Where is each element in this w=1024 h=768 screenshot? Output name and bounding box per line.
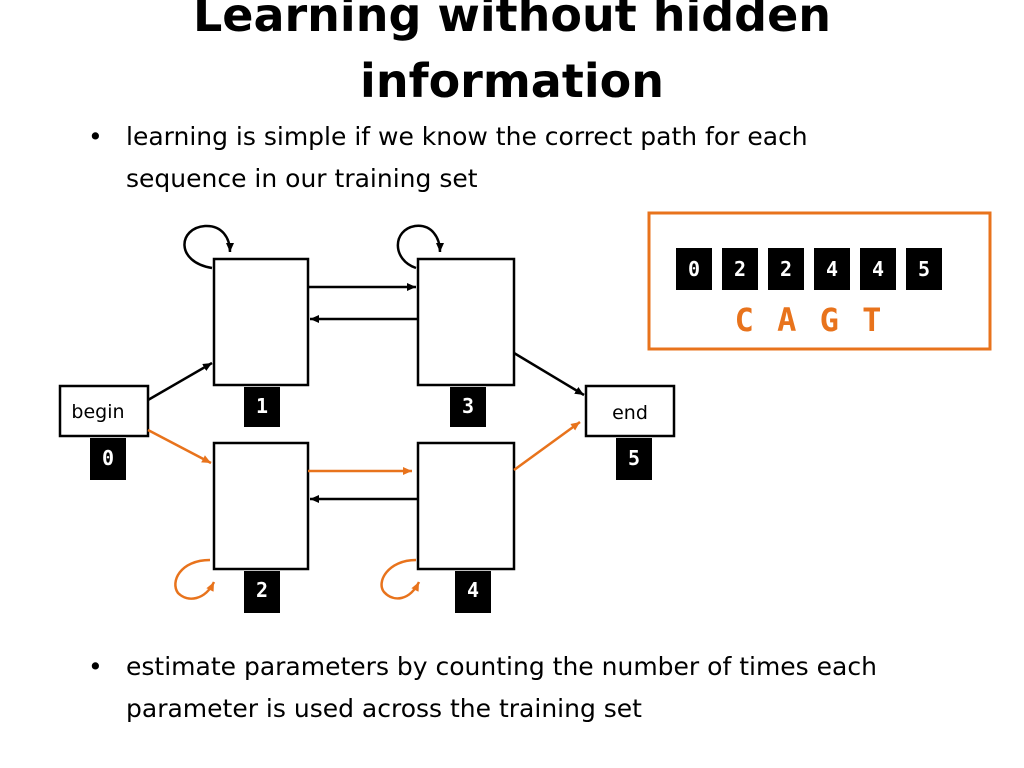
path-cell <box>814 248 850 290</box>
state-5-id-badge <box>616 438 652 480</box>
bullet-point-1: • learning is simple if we know the corr… <box>88 116 908 206</box>
emitted-sequence: C A G T <box>735 301 884 339</box>
path-cell-label: 0 <box>688 257 700 281</box>
bullet-glyph: • <box>88 652 103 681</box>
state-2-id: 2 <box>256 578 268 602</box>
bullet-glyph: • <box>88 122 103 151</box>
begin-state <box>58 384 150 438</box>
path-cell <box>676 248 712 290</box>
bullet-text-2: estimate parameters by counting the numb… <box>126 652 877 723</box>
path-cell <box>722 248 758 290</box>
state-3-box <box>416 257 516 387</box>
slide-title: Learning without hidden information <box>0 0 1024 114</box>
path-cell-label: 5 <box>918 257 930 281</box>
state-1-id: 1 <box>256 394 268 418</box>
state-3-id: 3 <box>462 394 474 418</box>
path-sequence: 0 2 2 4 4 5 <box>676 248 942 290</box>
path-cell-label: 2 <box>780 257 792 281</box>
path-cell-label: 4 <box>826 257 838 281</box>
self-loop-2 <box>174 558 216 600</box>
end-state <box>584 384 676 438</box>
path-cell <box>768 248 804 290</box>
arrow-3-to-end <box>513 351 585 397</box>
begin-label: begin <box>71 401 124 423</box>
state-0-id: 0 <box>102 446 114 470</box>
self-loop-1 <box>183 224 234 270</box>
path-cell <box>906 248 942 290</box>
slide-title-line-1: Learning without hidden <box>192 0 832 42</box>
bullet-point-2: • estimate parameters by counting the nu… <box>88 646 908 736</box>
bullet-text-1: learning is simple if we know the correc… <box>126 122 808 193</box>
state-5-id: 5 <box>628 446 640 470</box>
state-4-box <box>416 441 516 571</box>
state-1-box <box>212 257 310 387</box>
state-0-id-badge <box>90 438 126 480</box>
end-label: end <box>612 402 648 424</box>
state-4-id: 4 <box>467 578 479 602</box>
arrow-begin-to-2 <box>147 428 212 465</box>
arrow-begin-to-1 <box>147 361 213 402</box>
path-cell-label: 2 <box>734 257 746 281</box>
state-2-box <box>212 441 310 571</box>
arrow-4-to-end <box>513 420 581 472</box>
state-4-id-badge <box>455 571 491 613</box>
self-loop-3 <box>396 224 444 270</box>
path-cell-label: 4 <box>872 257 884 281</box>
self-loop-4 <box>380 558 421 600</box>
state-2-id-badge <box>244 571 280 613</box>
state-3-id-badge <box>450 387 486 427</box>
slide-title-line-2: information <box>360 54 664 108</box>
state-1-id-badge <box>244 387 280 427</box>
path-cell <box>860 248 896 290</box>
